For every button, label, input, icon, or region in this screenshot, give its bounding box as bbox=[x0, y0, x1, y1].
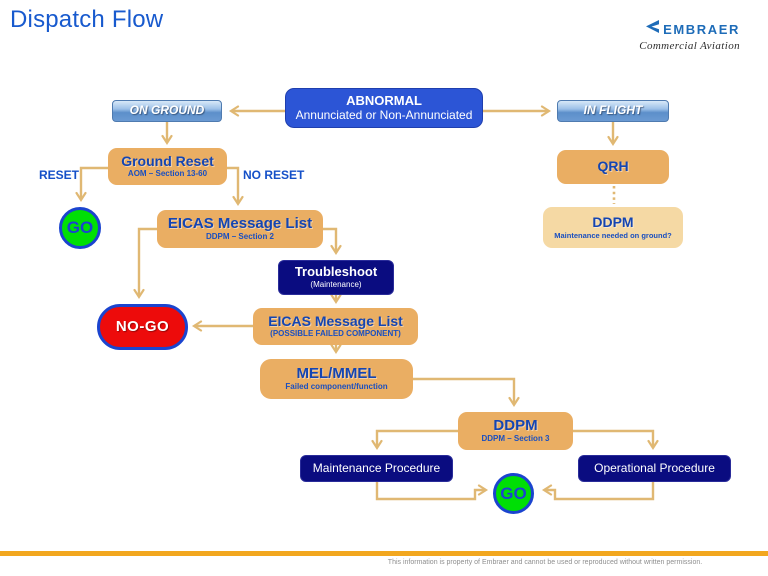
node-qrh: QRH bbox=[557, 150, 669, 184]
node-on-ground-label: ON GROUND bbox=[129, 103, 205, 118]
node-ddpm-in-flight: DDPM Maintenance needed on ground? bbox=[543, 207, 683, 248]
node-abnormal-subtitle: Annunciated or Non-Annunciated bbox=[295, 107, 473, 122]
node-in-flight: IN FLIGHT bbox=[557, 100, 669, 122]
node-go-final-label: GO bbox=[500, 483, 527, 503]
node-eicas-list-1-title: EICAS Message List bbox=[167, 214, 313, 232]
node-maintenance-procedure-label: Maintenance Procedure bbox=[312, 460, 441, 475]
node-troubleshoot: Troubleshoot (Maintenance) bbox=[278, 260, 394, 295]
node-no-go: NO-GO bbox=[97, 304, 188, 350]
node-maintenance-procedure: Maintenance Procedure bbox=[300, 455, 453, 482]
connector-maintenance-to-go bbox=[375, 482, 489, 501]
node-ground-reset-subtitle: AOM – Section 13-60 bbox=[127, 169, 208, 179]
connector-operational-to-go bbox=[541, 482, 655, 501]
node-on-ground: ON GROUND bbox=[112, 100, 222, 122]
node-mel-mmel: MEL/MMEL Failed component/function bbox=[260, 359, 413, 399]
node-ddpm-dispatch-title: DDPM bbox=[493, 416, 538, 434]
node-eicas-list-2-title: EICAS Message List bbox=[268, 312, 403, 329]
node-qrh-title: QRH bbox=[597, 158, 629, 175]
node-operational-procedure: Operational Procedure bbox=[578, 455, 731, 482]
connector-groundreset-to-eicas1 bbox=[227, 166, 244, 207]
node-no-go-label: NO-GO bbox=[115, 317, 170, 335]
connector-eicas1-to-troubleshoot bbox=[323, 227, 342, 256]
node-operational-procedure-label: Operational Procedure bbox=[594, 460, 715, 475]
node-troubleshoot-subtitle: (Maintenance) bbox=[310, 279, 362, 289]
node-abnormal-title: ABNORMAL bbox=[346, 93, 422, 109]
connector-ddpm-to-maintenance bbox=[371, 429, 458, 451]
node-eicas-list-1-subtitle: DDPM – Section 2 bbox=[205, 232, 274, 242]
page-title: Dispatch Flow bbox=[10, 6, 164, 33]
embraer-arrow-icon bbox=[645, 20, 660, 39]
connector-mel-to-ddpm bbox=[413, 377, 520, 408]
node-mel-mmel-title: MEL/MMEL bbox=[296, 364, 377, 382]
embraer-logo: EMBRAER Commercial Aviation bbox=[639, 20, 740, 52]
node-ddpm-in-flight-title: DDPM bbox=[592, 214, 634, 231]
node-troubleshoot-title: Troubleshoot bbox=[294, 264, 378, 280]
node-abnormal: ABNORMAL Annunciated or Non-Annunciated bbox=[285, 88, 483, 128]
node-go-final: GO bbox=[493, 473, 534, 514]
node-in-flight-label: IN FLIGHT bbox=[583, 103, 643, 118]
node-ground-reset-title: Ground Reset bbox=[121, 152, 214, 169]
node-ddpm-dispatch-subtitle: DDPM – Section 3 bbox=[481, 434, 550, 444]
node-eicas-list-1: EICAS Message List DDPM – Section 2 bbox=[157, 210, 323, 248]
node-go-after-reset: GO bbox=[59, 207, 101, 249]
node-ddpm-dispatch: DDPM DDPM – Section 3 bbox=[458, 412, 573, 450]
embraer-division-text: Commercial Aviation bbox=[639, 40, 740, 52]
node-mel-mmel-subtitle: Failed component/function bbox=[285, 382, 388, 392]
node-eicas-list-2-subtitle: (POSSIBLE FAILED COMPONENT) bbox=[270, 329, 401, 339]
footer-accent-bar bbox=[0, 551, 768, 556]
connector-ddpm-to-operational bbox=[572, 429, 659, 451]
connector-eicas1-to-nogo bbox=[133, 227, 157, 300]
node-ddpm-in-flight-subtitle: Maintenance needed on ground? bbox=[554, 230, 672, 240]
branch-label-no-reset: NO RESET bbox=[243, 168, 305, 182]
node-go-after-reset-label: GO bbox=[66, 218, 94, 237]
footer-disclaimer: This information is property of Embraer … bbox=[387, 559, 703, 566]
node-ground-reset: Ground Reset AOM – Section 13-60 bbox=[108, 148, 227, 185]
embraer-brand-text: EMBRAER bbox=[663, 22, 740, 37]
connector-groundreset-to-go bbox=[75, 166, 108, 203]
node-eicas-list-2: EICAS Message List (POSSIBLE FAILED COMP… bbox=[253, 308, 418, 345]
branch-label-reset: RESET bbox=[38, 168, 79, 182]
